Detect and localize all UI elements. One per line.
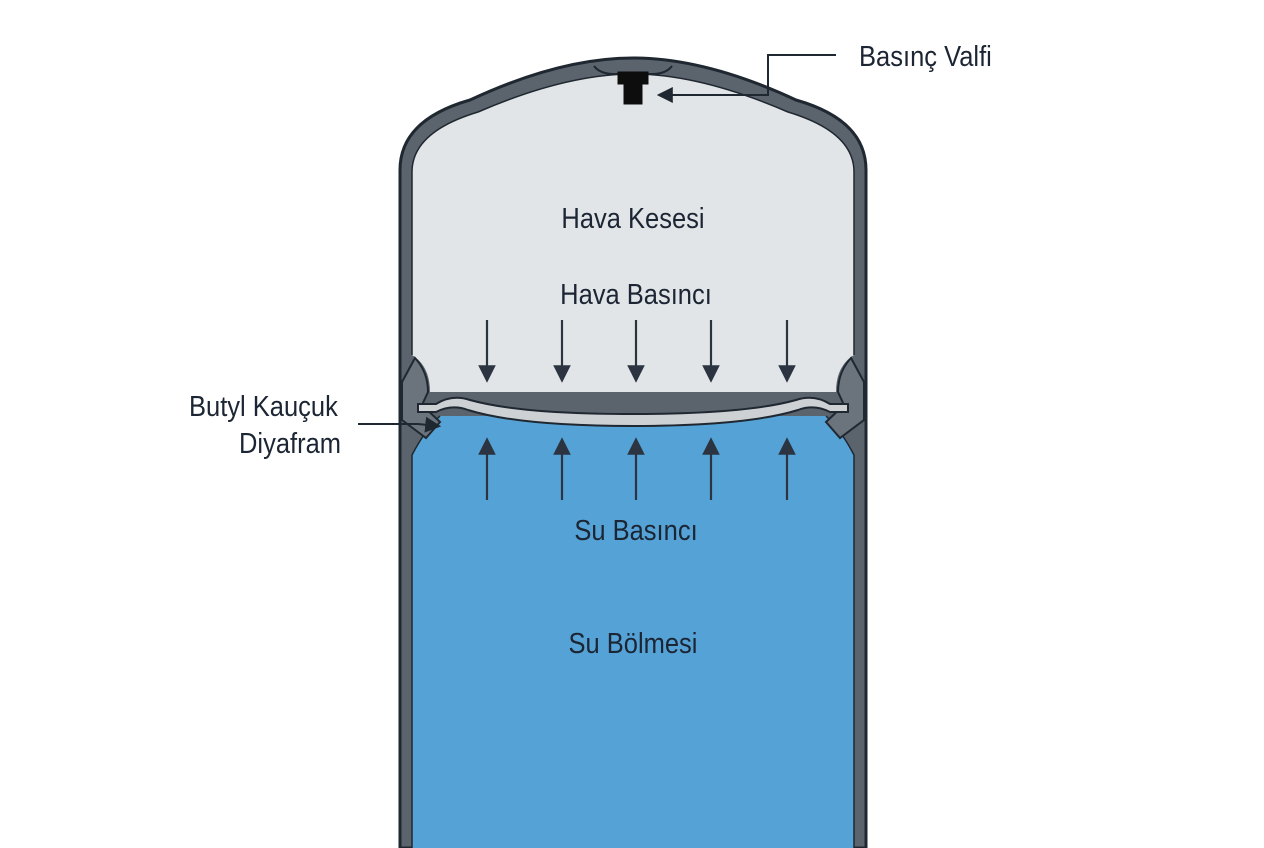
water-chamber <box>412 416 854 848</box>
diaphragm-label-line1: Butyl Kauçuk <box>189 389 338 422</box>
diaphragm-label-line2: Diyafram <box>239 426 341 459</box>
air-pressure-label: Hava Basıncı <box>560 277 712 310</box>
water-pressure-label: Su Basıncı <box>574 513 697 546</box>
flange-right <box>824 356 865 440</box>
air-chamber-label: Hava Kesesi <box>561 201 704 234</box>
pressure-valve <box>617 71 649 105</box>
valve-label: Basınç Valfi <box>859 39 992 72</box>
air-chamber <box>412 74 854 392</box>
water-chamber-label: Su Bölmesi <box>569 626 698 659</box>
diaphragm-leader-line <box>358 416 442 433</box>
valve-leader-line <box>656 54 836 103</box>
diaphragm <box>417 396 849 428</box>
